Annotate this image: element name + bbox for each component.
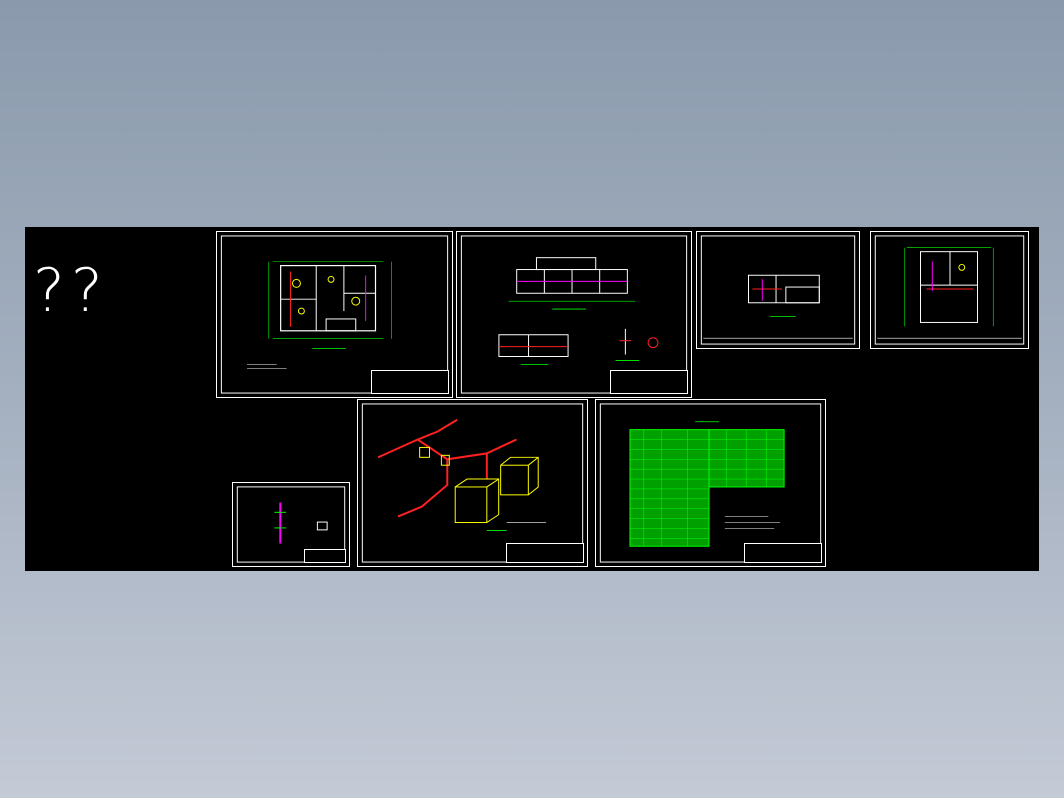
sheet-isometric[interactable]: [357, 399, 588, 567]
partial-plan-drawing: [700, 235, 856, 345]
placeholder-glyphs: ??: [33, 256, 109, 326]
sheet-partial-plan[interactable]: [696, 231, 860, 349]
isometric-drawing: [361, 403, 584, 563]
title-block: [506, 543, 584, 563]
sheet-floor-plan-a[interactable]: [216, 231, 453, 398]
title-block: [744, 543, 822, 563]
sheet-schedule[interactable]: [595, 399, 826, 567]
sheet-detail[interactable]: [232, 482, 350, 567]
sheet-floor-plan-c[interactable]: [870, 231, 1029, 349]
title-block: [304, 549, 346, 563]
schedule-drawing: [599, 403, 822, 563]
floor-plan-a-drawing: [220, 235, 449, 394]
detail-drawing: [236, 486, 346, 563]
elevations-drawing: [460, 235, 688, 394]
sheet-elevations[interactable]: [456, 231, 692, 398]
floor-plan-c-drawing: [874, 235, 1025, 345]
cad-drawing-canvas[interactable]: ??: [25, 227, 1039, 571]
title-block: [371, 370, 449, 394]
title-block: [610, 370, 688, 394]
